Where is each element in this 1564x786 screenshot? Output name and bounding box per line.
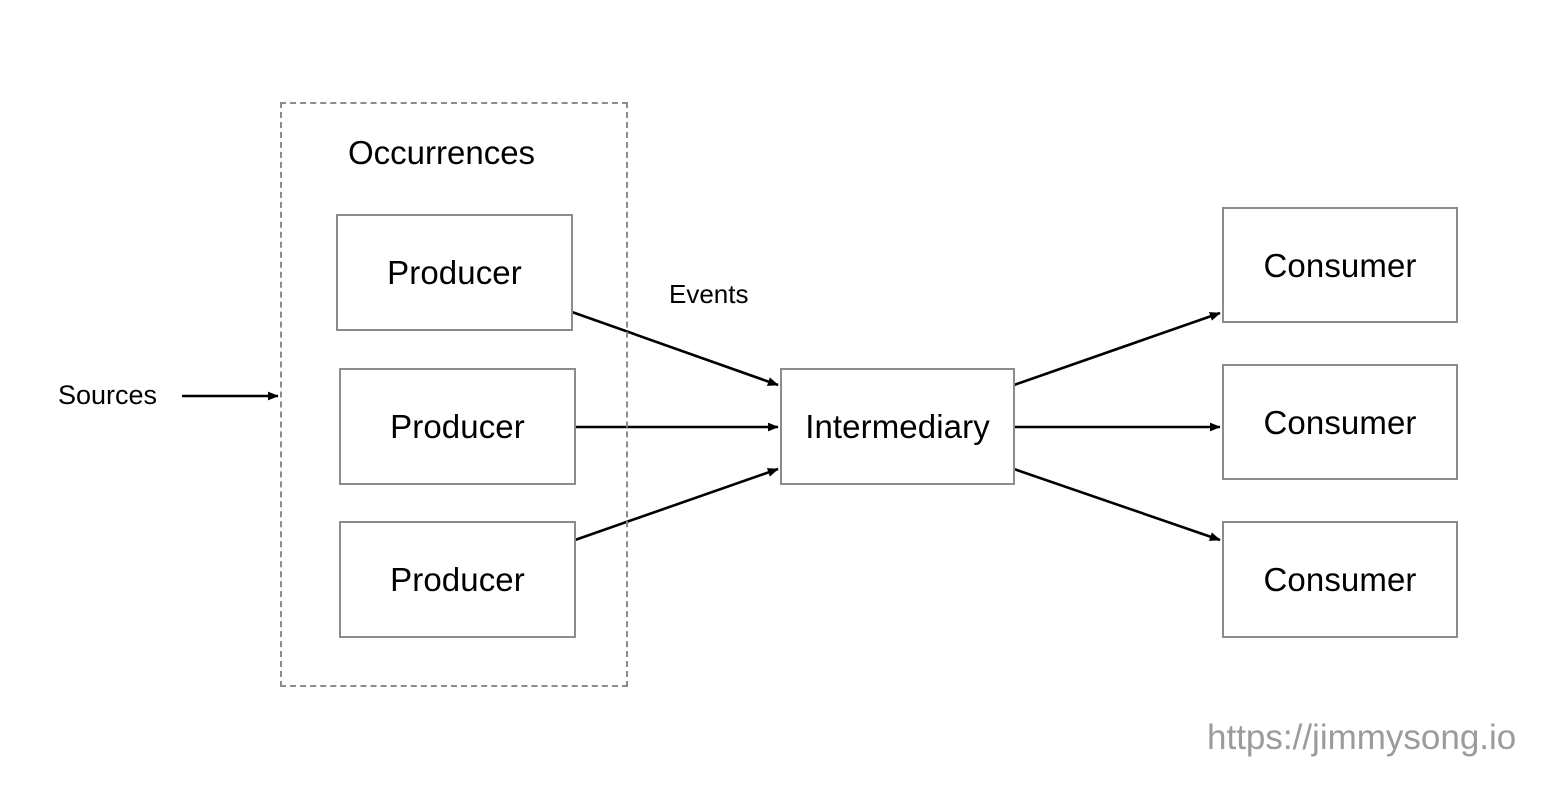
edge-intermediary-to-consumer3 [1013, 467, 1221, 542]
events-edge-label: Events [669, 279, 749, 309]
sources-label: Sources [58, 380, 158, 410]
producer-node-1[interactable]: Producer [336, 214, 573, 331]
consumer-node-2-label: Consumer [1263, 403, 1417, 441]
consumer-node-1[interactable]: Consumer [1222, 207, 1458, 323]
producer-node-3-label: Producer [390, 561, 525, 598]
consumer-node-1-label: Consumer [1263, 246, 1417, 284]
intermediary-node[interactable]: Intermediary [780, 368, 1015, 485]
occurrences-group [280, 102, 628, 687]
producer-node-2[interactable]: Producer [339, 368, 576, 485]
consumer-node-2[interactable]: Consumer [1222, 364, 1458, 480]
producer-node-3[interactable]: Producer [339, 521, 576, 638]
intermediary-node-label: Intermediary [805, 408, 990, 445]
consumer-node-3[interactable]: Consumer [1222, 521, 1458, 638]
consumer-node-3-label: Consumer [1263, 561, 1417, 598]
edge-intermediary-to-consumer1 [1013, 311, 1221, 387]
occurrences-group-title: Occurrences [348, 134, 536, 171]
producer-node-2-label: Producer [390, 408, 525, 445]
producer-node-1-label: Producer [387, 254, 522, 291]
site-watermark: https://jimmysong.io [1207, 718, 1517, 757]
